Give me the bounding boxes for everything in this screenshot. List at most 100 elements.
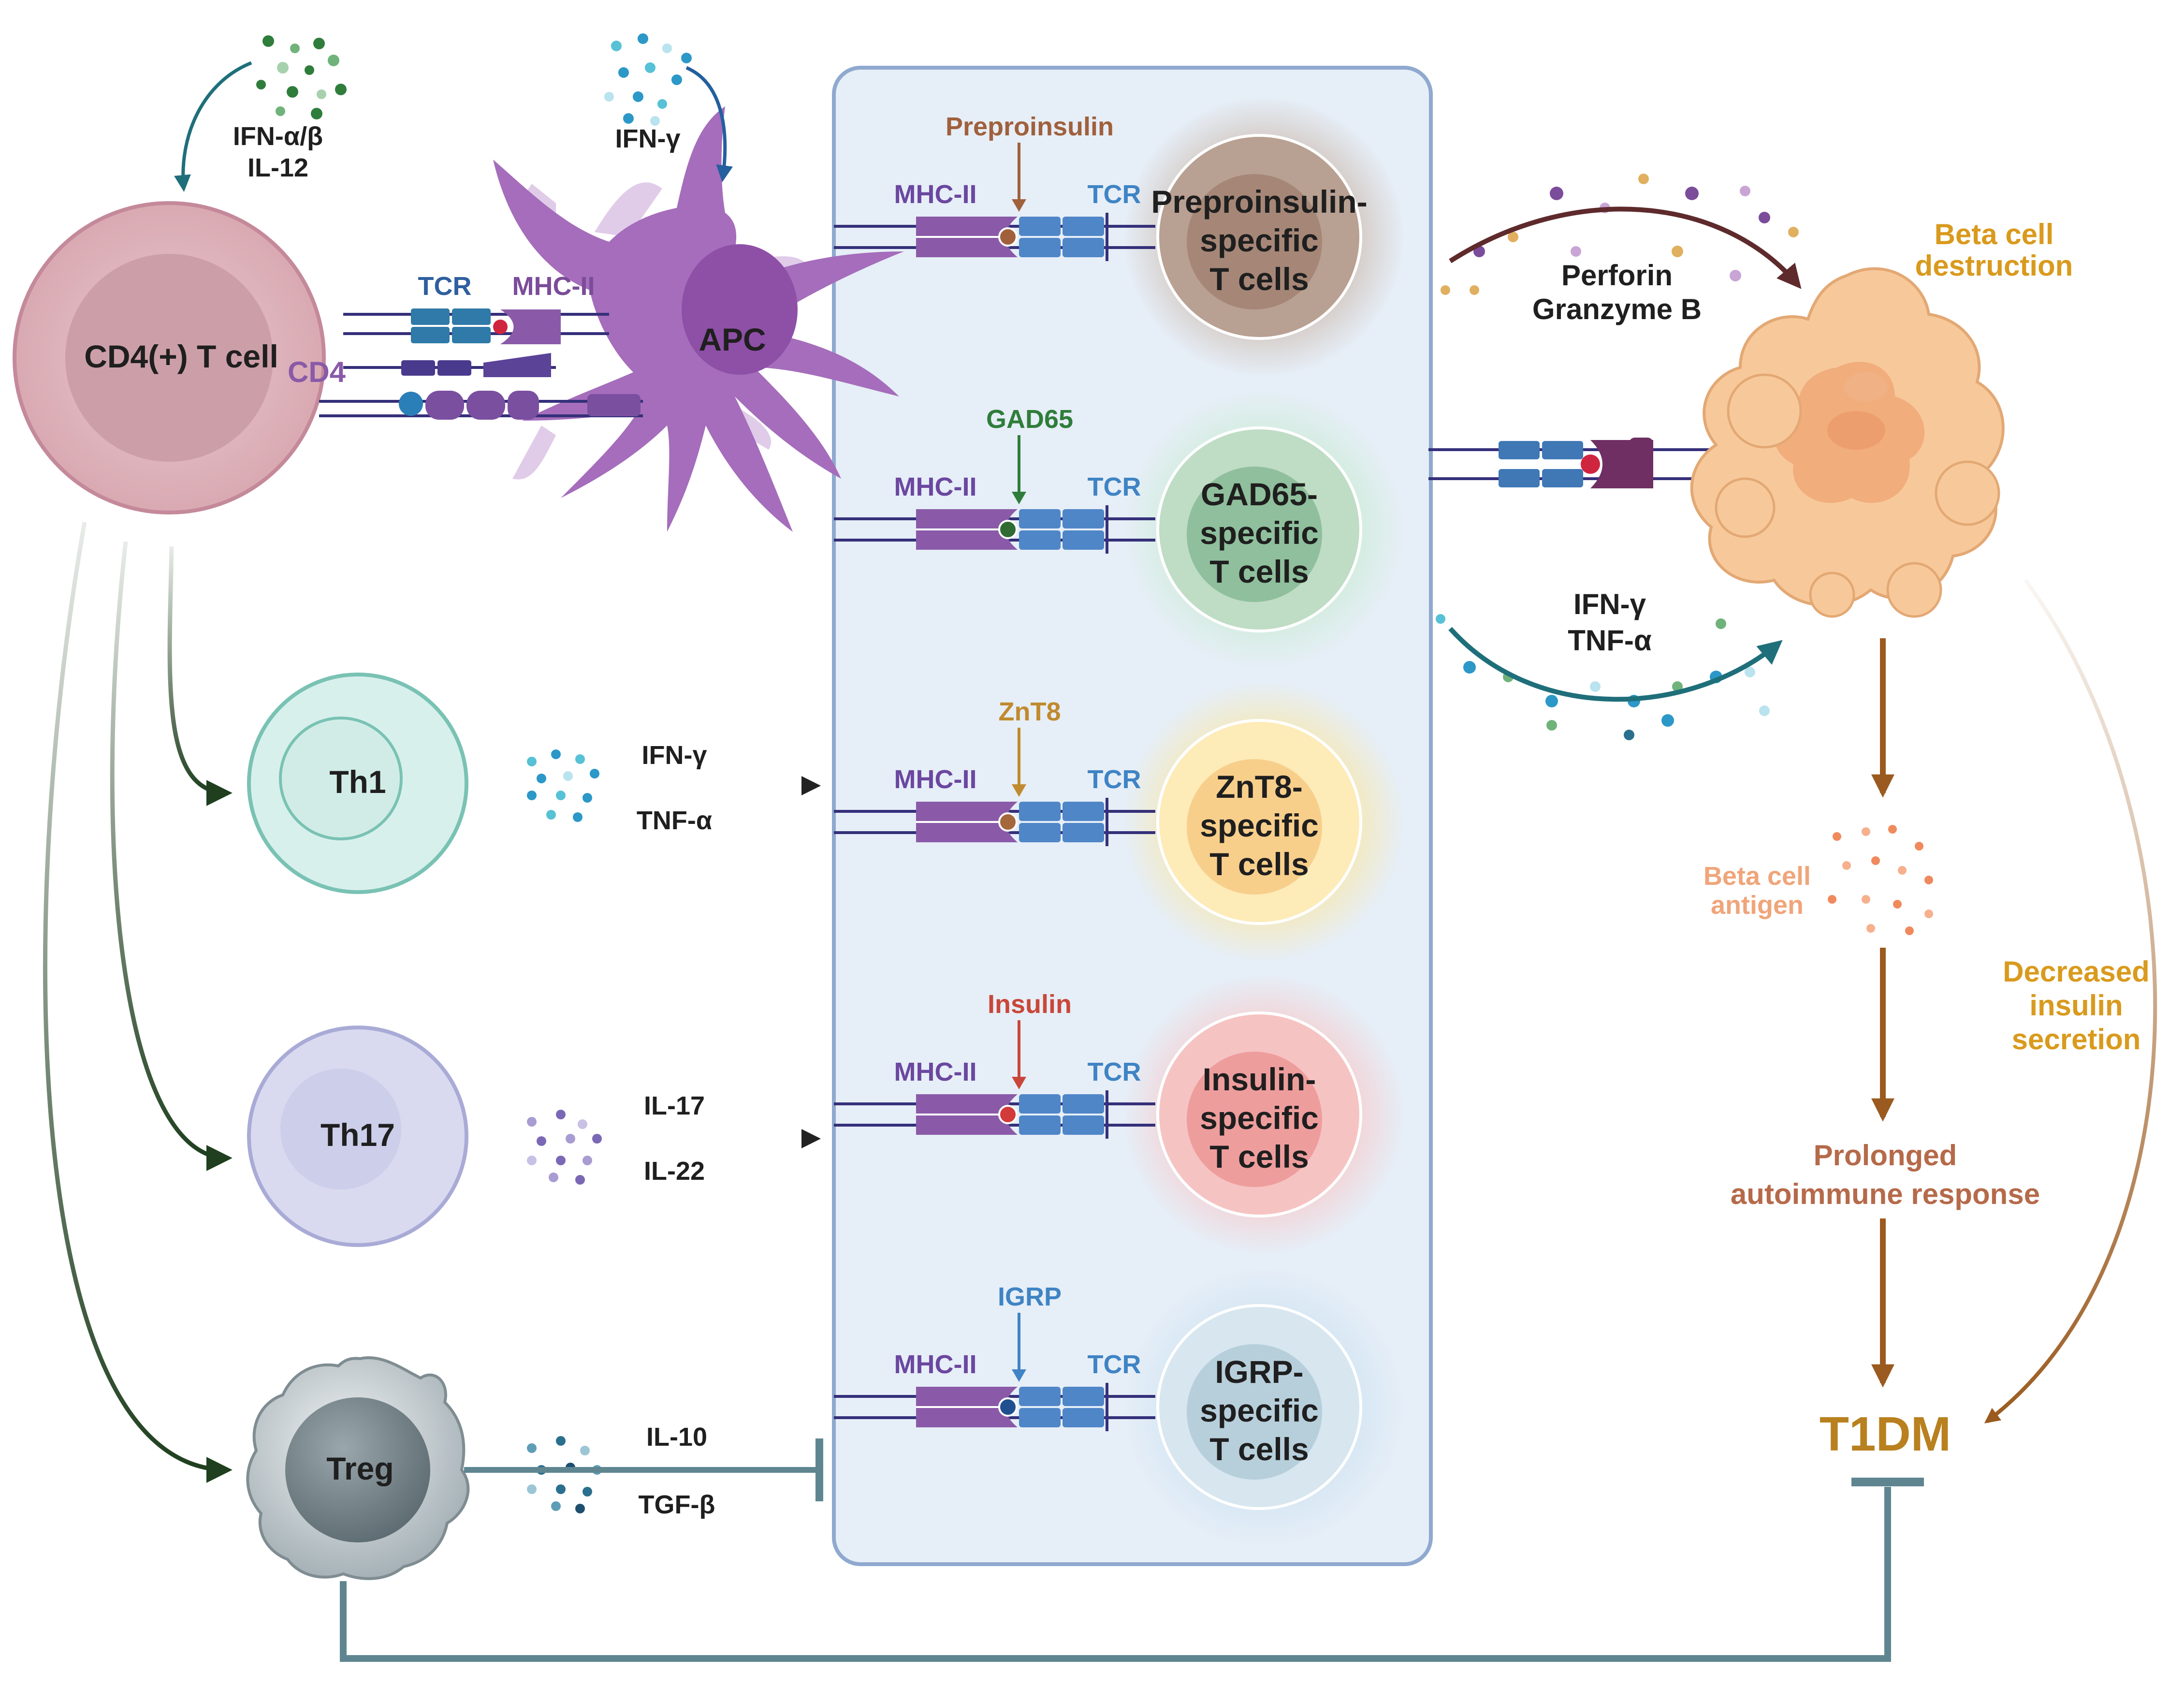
cell-label-line: specific (1200, 1393, 1319, 1428)
antigen-label: Insulin (988, 990, 1072, 1019)
cell-label-line: T cells (1209, 261, 1309, 297)
prolonged-line2: autoimmune response (1731, 1178, 2040, 1210)
th1-cytokine-cloud (527, 749, 599, 822)
tcr-chain (411, 327, 450, 343)
tcr-chain (1019, 530, 1061, 550)
th17-cytokine-cloud (527, 1110, 602, 1185)
ifn-gamma-cloud (604, 33, 692, 126)
mhc-ii-label: MHC-II (894, 180, 977, 209)
beta-antigen-line1: Beta cell (1704, 862, 1811, 891)
tcr-chain (411, 308, 450, 325)
prolonged-line1: Prolonged (1814, 1139, 1957, 1172)
cd4-t-cell: CD4(+) T cell CD4 (13, 201, 346, 514)
cd4-tcr-label: TCR (418, 272, 472, 301)
treg-cytokine-cloud (527, 1436, 602, 1513)
tcr-chain (1063, 1094, 1104, 1114)
antigen-peptide (998, 1397, 1018, 1417)
cell-label-line: Insulin- (1203, 1061, 1316, 1097)
cell-label-line: specific (1200, 515, 1319, 551)
beta-tnf-label: TNF-α (1568, 624, 1652, 657)
cell-label-line: specific (1200, 807, 1319, 843)
tcr-chain (1019, 1094, 1061, 1114)
tcr-chain (1063, 238, 1104, 257)
cell-label-line: T cells (1209, 1431, 1309, 1467)
cell-nucleus (1187, 1052, 1322, 1187)
th1-ifn-label: IFN-γ (642, 741, 707, 770)
antigen-label: GAD65 (986, 405, 1073, 434)
th17-cell: Th17 (247, 1026, 468, 1247)
apc-label: APC (699, 322, 766, 357)
ifn-alpha-cloud (256, 35, 347, 119)
th17-il17-label: IL-17 (644, 1091, 705, 1120)
tcr-chain (1019, 1408, 1061, 1427)
cell-label-line: specific (1200, 1100, 1319, 1136)
antigen-peptide (998, 520, 1018, 539)
th1-tnf-label: TNF-α (637, 806, 712, 835)
cell-nucleus (1187, 759, 1322, 895)
cell-label-line: T cells (1209, 1139, 1309, 1174)
tcr-chain (1063, 823, 1104, 842)
cell-label-line: GAD65- (1201, 476, 1318, 512)
antigen-label: Preproinsulin (946, 112, 1114, 141)
cell-nucleus (1187, 1344, 1322, 1480)
mhc-ii-label: MHC-II (894, 472, 977, 501)
t1dm-label: T1DM (1820, 1407, 1951, 1461)
tcr-label: TCR (1088, 1350, 1141, 1379)
beta-antigen-cloud (1828, 825, 1933, 935)
tcr-label: TCR (1088, 180, 1141, 209)
tcr-chain (1063, 1408, 1104, 1427)
tcr-chain (1019, 509, 1061, 528)
cd4-apc-synapse: TCR MHC-II (319, 272, 643, 420)
tcr-label: TCR (1088, 765, 1141, 794)
arrow-ifn-gamma-to-apc (685, 66, 733, 182)
cd4-cell-label: CD4(+) T cell (84, 338, 278, 374)
decreased-line1: Decreased (2003, 955, 2150, 988)
th17-il22-label: IL-22 (644, 1157, 705, 1186)
antigen-label: ZnT8 (999, 697, 1061, 726)
tcr-chain (452, 308, 491, 325)
tcr-label: TCR (1088, 1057, 1141, 1086)
decreased-line2: insulin (2029, 989, 2123, 1022)
antigen-peptide (998, 812, 1018, 832)
antigen-peptide (998, 227, 1018, 247)
apc-cell: APC (493, 106, 904, 532)
tcr-chain (1063, 1387, 1104, 1406)
cell-label-line: Preproinsulin- (1151, 184, 1367, 220)
beta-antigen-line2: antigen (1711, 891, 1804, 920)
mhc-ii-label: MHC-II (894, 765, 977, 794)
tcr-label: TCR (1088, 472, 1141, 501)
cd4-mhc-label: MHC-II (512, 272, 595, 301)
cd4-receptor-label: CD4 (288, 356, 346, 388)
tcr-chain (1063, 530, 1104, 550)
cell-label-line: T cells (1209, 554, 1309, 589)
tcr-chain (1063, 509, 1104, 528)
beta-cell-synapse (1428, 438, 1711, 488)
tcr-chain (1063, 1115, 1104, 1135)
beta-cell-cluster (1690, 267, 2005, 618)
arrow-ifn-tnf-to-beta (1448, 627, 1783, 702)
cell-label-line: specific (1200, 222, 1319, 258)
tcr-chain (1019, 1115, 1061, 1135)
antigen-peptide (998, 1105, 1018, 1124)
antigen-label: IGRP (998, 1282, 1062, 1311)
decreased-line3: secretion (2012, 1023, 2141, 1056)
mhc-ii-label: MHC-II (894, 1057, 977, 1086)
mhc-ii-label: MHC-II (894, 1350, 977, 1379)
treg-tgf-label: TGF-β (639, 1490, 715, 1519)
th1-label: Th1 (329, 764, 386, 800)
il12-label: IL-12 (248, 153, 308, 182)
treg-label: Treg (326, 1451, 393, 1486)
arrow-cd4-to-th17 (110, 541, 233, 1171)
arrow-cd4-to-treg (43, 522, 233, 1483)
arrow-perforin-to-beta (1449, 206, 1802, 289)
ifn-gamma-in-label: IFN-γ (615, 124, 681, 153)
th17-label: Th17 (320, 1117, 395, 1153)
cell-nucleus (1187, 467, 1322, 602)
arrow-decreased-to-t1dm (1984, 579, 2157, 1423)
beta-destruction-line2: destruction (1915, 249, 2073, 282)
treg-inhibition-line (340, 1487, 1891, 1662)
